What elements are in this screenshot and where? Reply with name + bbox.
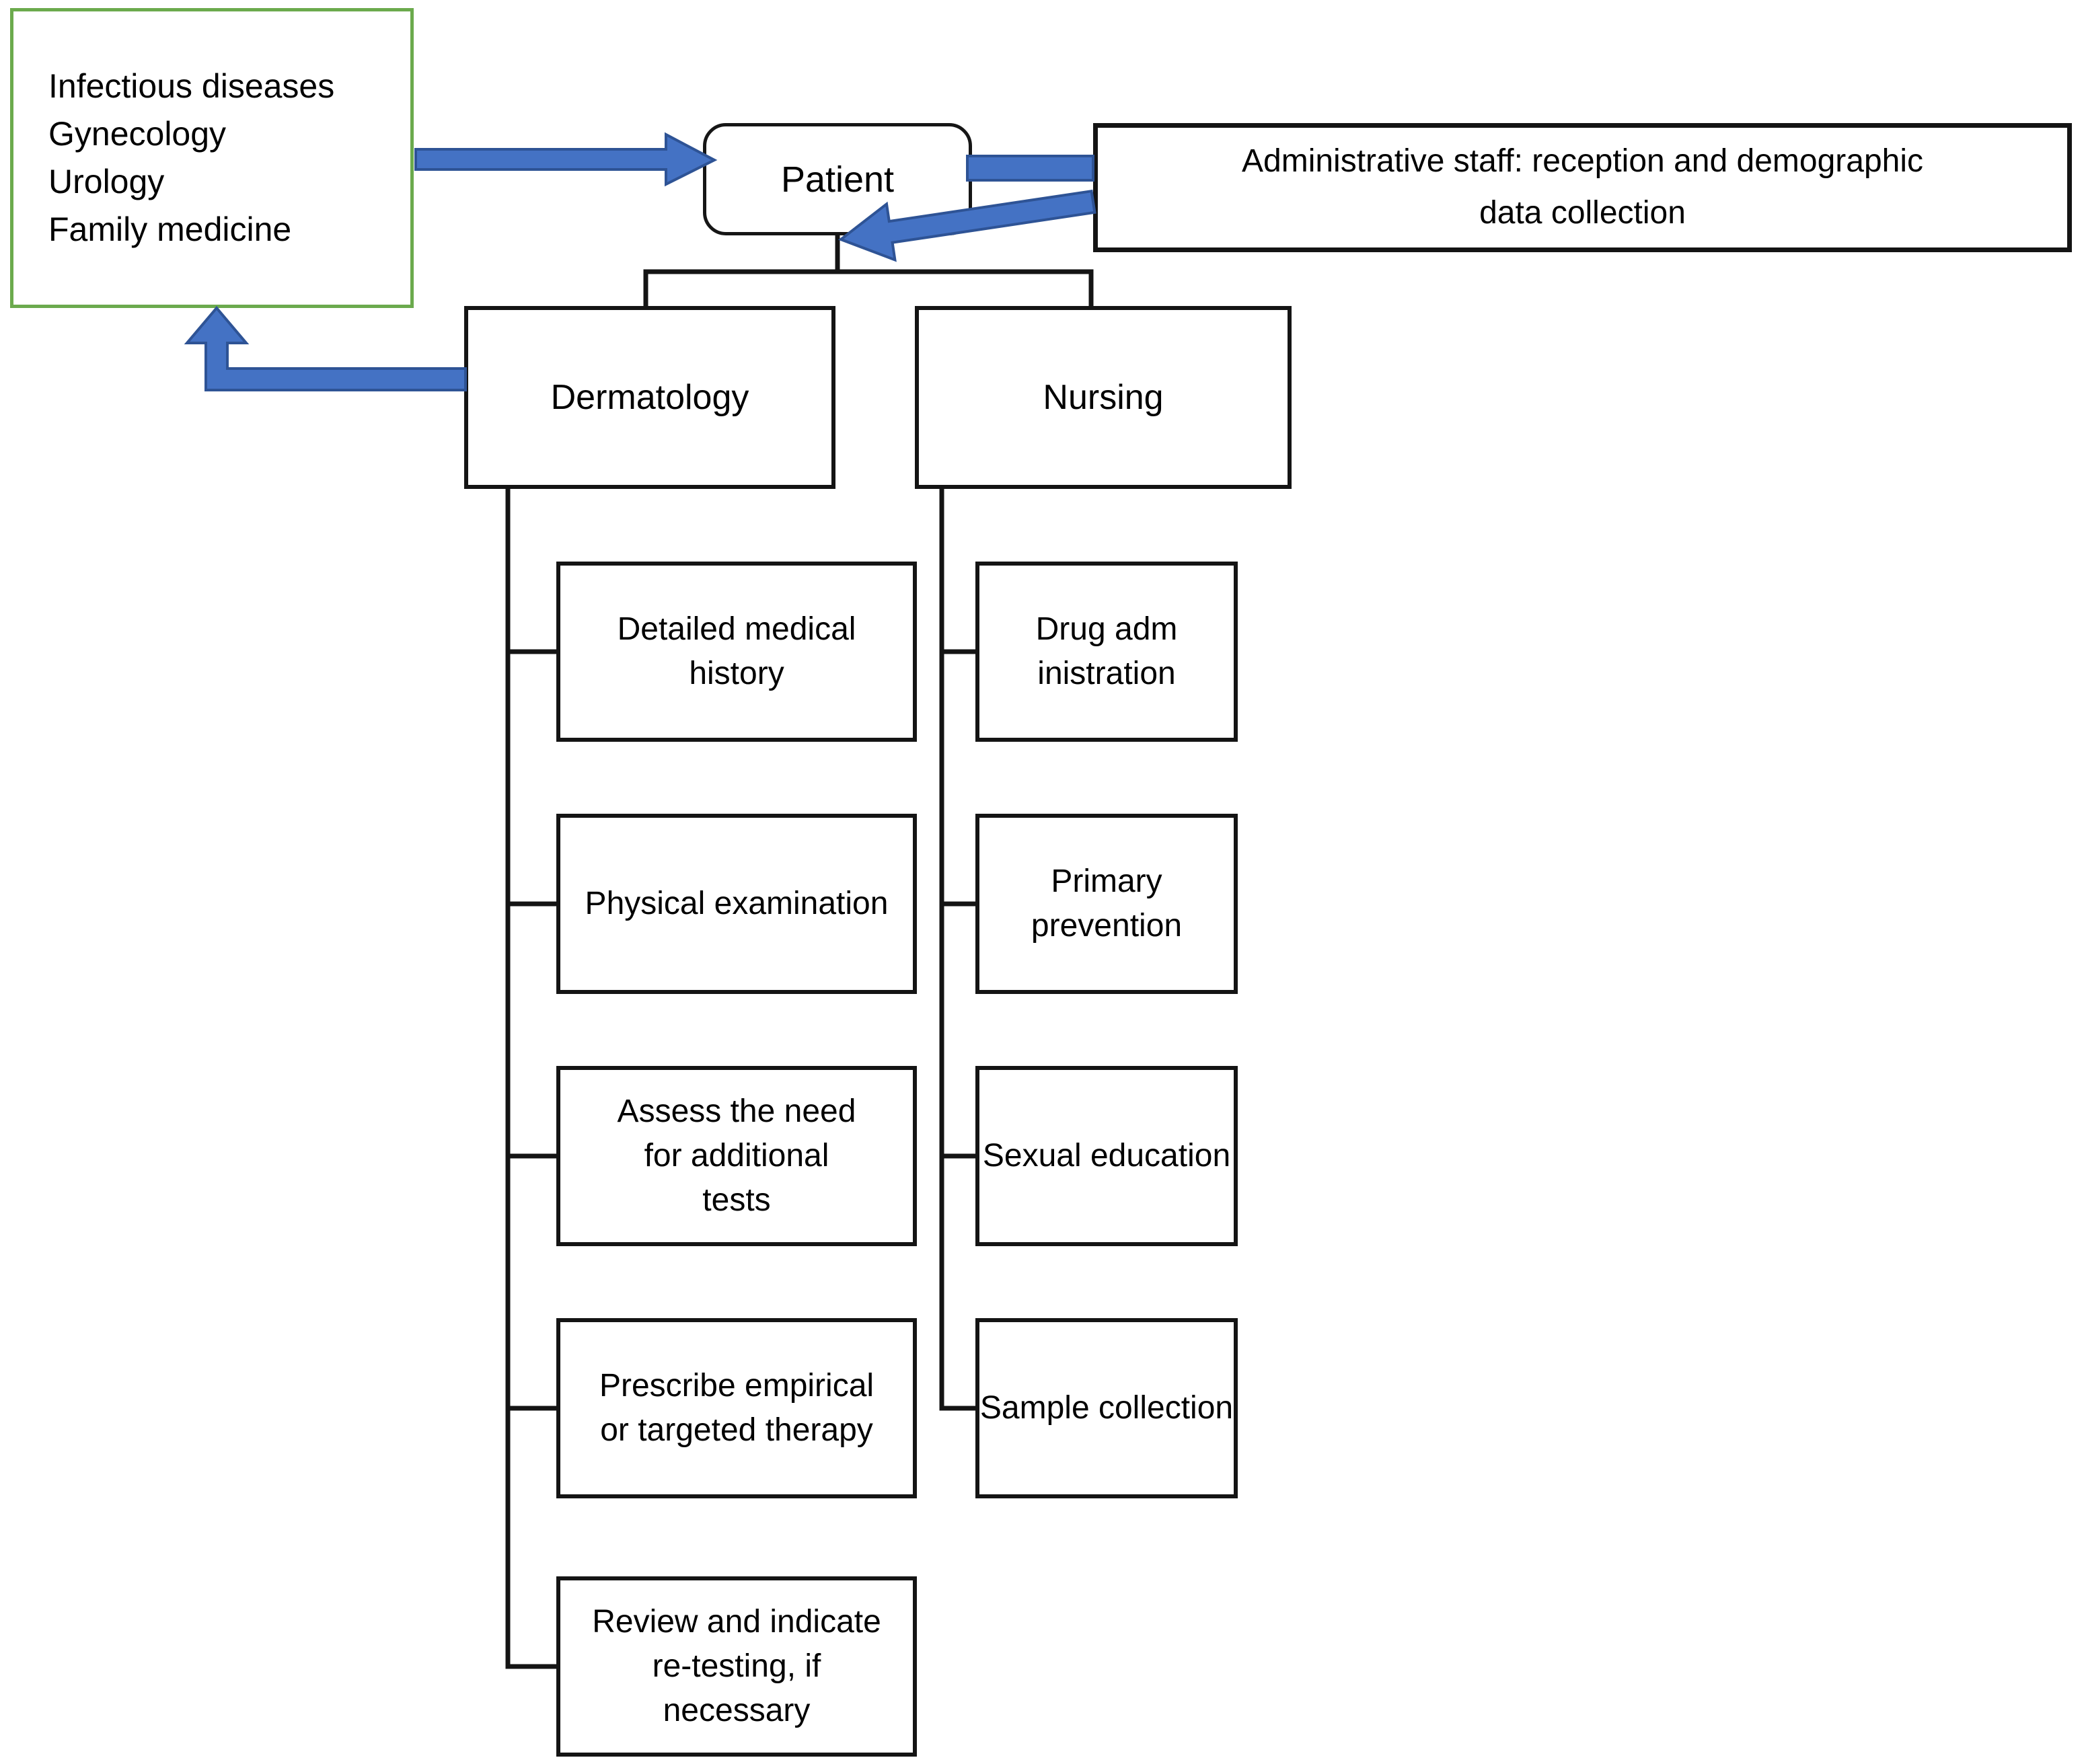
step-label: Sexual education	[982, 1137, 1231, 1174]
patient-label: Patient	[780, 159, 895, 200]
administrative-staff-box: Administrative staff: reception and demo…	[1093, 123, 2072, 252]
connector-patient-to-admin	[966, 155, 1094, 182]
step-label: Physical examination	[585, 885, 889, 921]
dermatology-step-detailed-medical-history: Detailed medical history	[556, 562, 917, 742]
step-label: Detailed medical history	[617, 611, 856, 691]
dermatology-step-prescribe-therapy: Prescribe empirical or targeted therapy	[556, 1318, 917, 1498]
dermatology-branch-box: Dermatology	[464, 306, 835, 489]
nursing-trunk-connector	[939, 488, 977, 1411]
nursing-step-primary-prevention: Primary prevention	[975, 814, 1238, 994]
dermatology-label: Dermatology	[550, 378, 749, 417]
arrow-referral-to-patient	[414, 132, 718, 187]
step-label: Prescribe empirical or targeted therapy	[599, 1367, 874, 1448]
patient-box: Patient	[703, 123, 972, 235]
step-label: Drug adm inistration	[1035, 611, 1178, 691]
dermatology-step-assess-additional-tests: Assess the need for additional tests	[556, 1066, 917, 1246]
referral-specialties-label: Infectious diseases Gynecology Urology F…	[48, 67, 335, 248]
step-label: Sample collection	[979, 1389, 1234, 1426]
nursing-step-sexual-education: Sexual education	[975, 1066, 1238, 1246]
dermatology-step-physical-examination: Physical examination	[556, 814, 917, 994]
step-label: Review and indicate re-testing, if neces…	[592, 1603, 881, 1729]
patient-split-connector	[643, 234, 1094, 307]
administrative-staff-label: Administrative staff: reception and demo…	[1242, 143, 1923, 231]
nursing-label: Nursing	[1043, 378, 1164, 417]
step-label: Primary prevention	[1031, 863, 1183, 944]
referral-specialties-box: Infectious diseases Gynecology Urology F…	[10, 8, 414, 308]
dermatology-step-review-retesting: Review and indicate re-testing, if neces…	[556, 1576, 917, 1757]
nursing-step-drug-administration: Drug adm inistration	[975, 562, 1238, 742]
step-label: Assess the need for additional tests	[617, 1093, 856, 1219]
nursing-branch-box: Nursing	[915, 306, 1292, 489]
dermatology-trunk-connector	[505, 488, 558, 1669]
nursing-step-sample-collection: Sample collection	[975, 1318, 1238, 1498]
arrow-dermatology-to-referral	[184, 305, 467, 391]
